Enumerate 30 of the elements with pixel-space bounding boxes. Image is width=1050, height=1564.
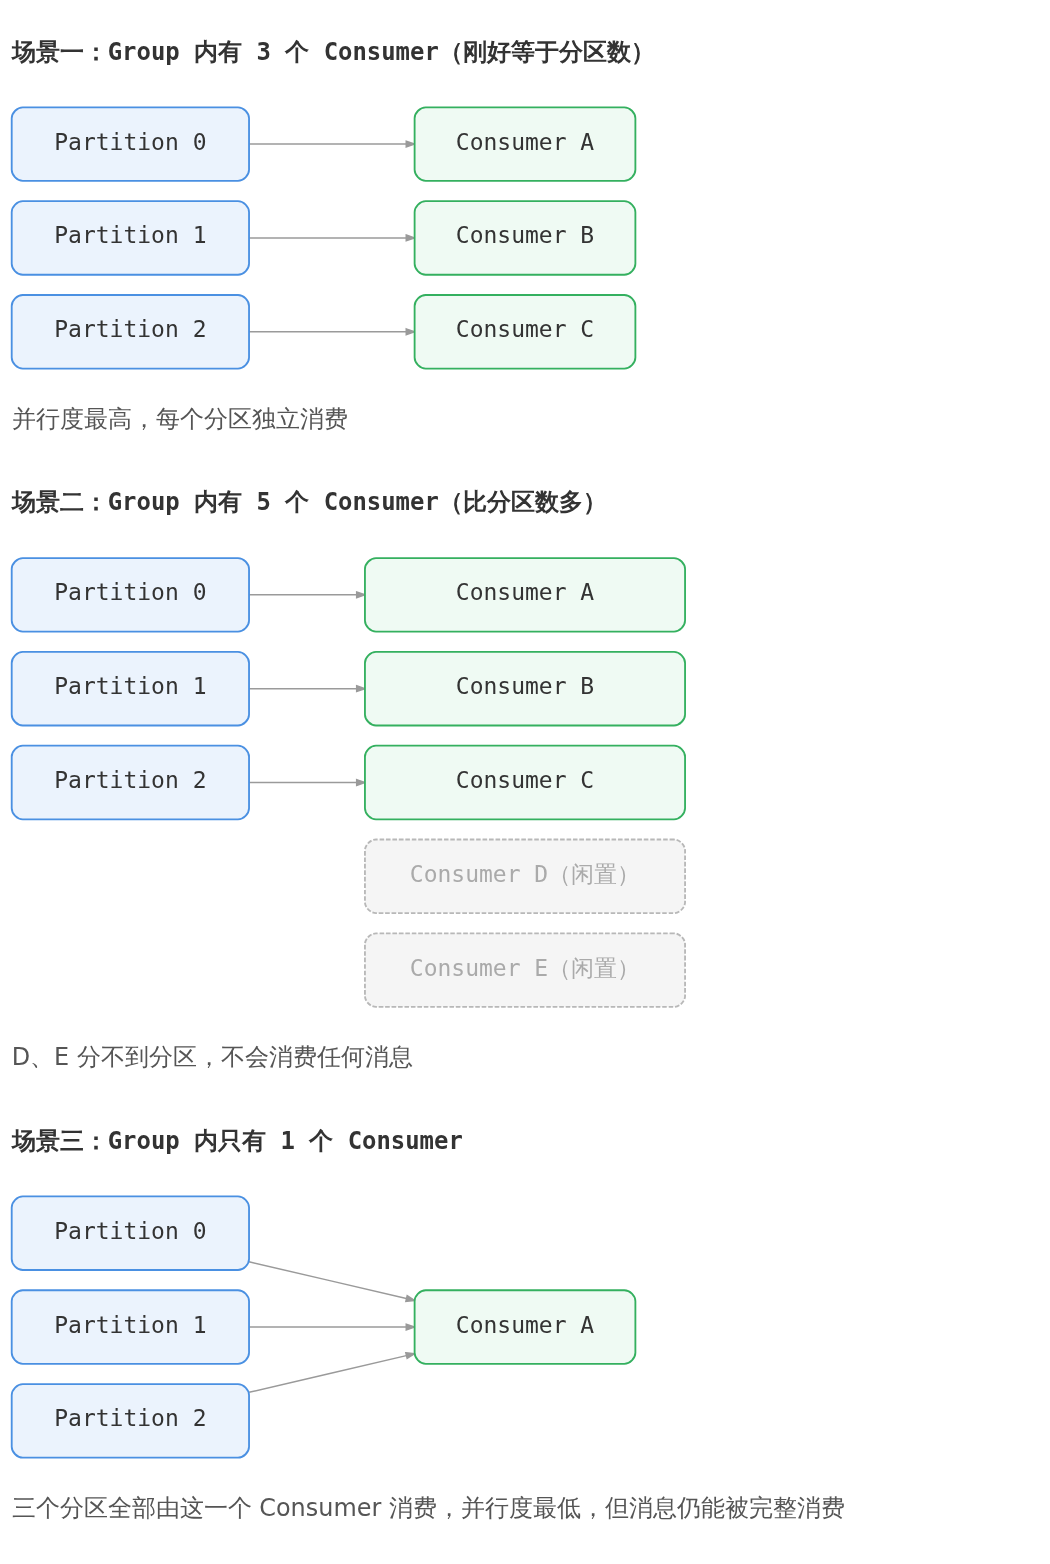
node-box: Consumer E（闲置） [364, 931, 686, 1008]
node-box: Partition 0 [10, 1195, 250, 1271]
node-box: Partition 1 [10, 199, 250, 276]
arrow [248, 1322, 417, 1331]
node-box: Consumer D（闲置） [364, 838, 686, 914]
arrow [248, 1351, 417, 1393]
node-box: Consumer A [413, 1288, 637, 1365]
arrow [248, 139, 417, 148]
label: 场景一：Group 内有 3 个 Consumer（刚好等于分区数） [11, 37, 655, 66]
node-box: Consumer A [364, 556, 686, 633]
node-box: Partition 2 [10, 1382, 250, 1459]
node-box: Partition 2 [10, 744, 250, 820]
node-box: Partition 0 [10, 105, 250, 182]
node-box: Partition 1 [10, 1288, 250, 1365]
arrow [248, 1260, 417, 1302]
arrow [248, 327, 417, 336]
node-box: Partition 2 [10, 293, 250, 369]
node-box: Consumer C [413, 293, 637, 369]
node-box: Consumer C [364, 744, 686, 820]
node-box: Partition 0 [10, 556, 250, 633]
label: 场景三：Group 内只有 1 个 Consumer [11, 1126, 463, 1155]
node-box: Consumer B [364, 650, 686, 726]
label: 场景二：Group 内有 5 个 Consumer（比分区数多） [11, 487, 607, 516]
label: 并行度最高，每个分区独立消费 [11, 404, 348, 433]
label: D、E 分不到分区，不会消费任何消息 [11, 1042, 413, 1071]
node-box: Consumer A [413, 105, 637, 182]
label: 三个分区全部由这一个 Consumer 消费，并行度最低，但消息仍能被完整消费 [11, 1493, 845, 1522]
arrow [248, 233, 417, 242]
node-box: Partition 1 [10, 650, 250, 726]
node-box: Consumer B [413, 199, 637, 276]
